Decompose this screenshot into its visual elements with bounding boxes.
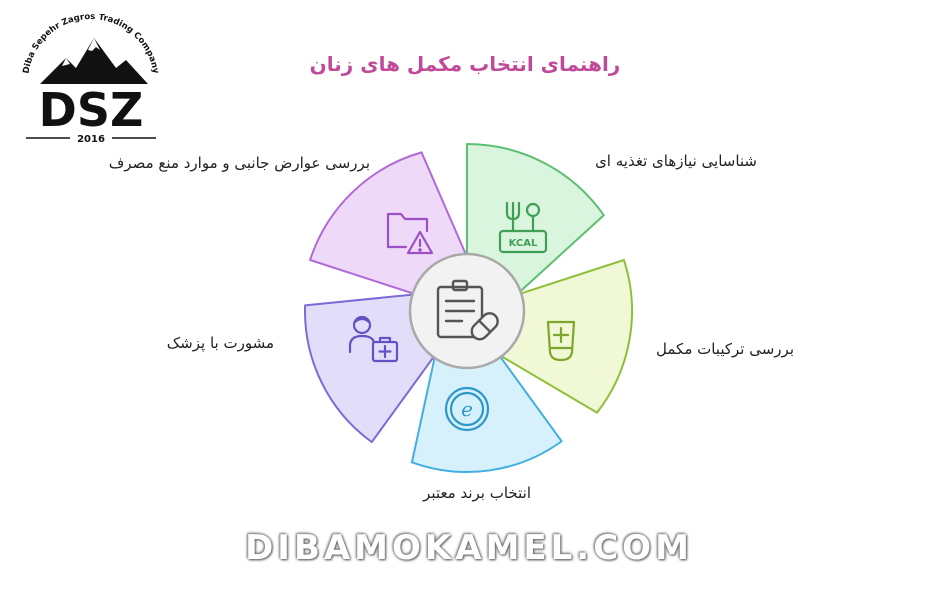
step-label-trusted-brand: انتخاب برند معتبر <box>423 484 531 502</box>
diagram-segments <box>304 143 633 473</box>
svg-text:KCAL: KCAL <box>509 238 538 249</box>
step-label-nutrition-needs: شناسایی نیازهای تغذیه ای <box>595 152 757 170</box>
doctor-medkit-icon <box>348 315 399 363</box>
mountain-icon <box>40 38 148 84</box>
svg-text:e: e <box>461 397 473 421</box>
page-title: راهنمای انتخاب مکمل های زنان <box>309 52 621 76</box>
brand-e-icon: e <box>444 386 490 432</box>
website-watermark: DIBAMOKAMEL.COM <box>245 528 693 568</box>
logo-year: 2016 <box>77 134 105 145</box>
supplement-tube-icon <box>546 320 576 362</box>
clipboard-pill-icon <box>436 279 499 341</box>
folder-warning-icon <box>386 212 434 255</box>
step-label-supplement-ingredients: بررسی ترکیبات مکمل <box>656 340 794 358</box>
kcal-utensils-icon: KCAL <box>498 201 548 254</box>
step-label-consult-doctor: مشورت با پزشک <box>166 334 274 352</box>
step-label-side-effects: بررسی عوارض جانبی و موارد منع مصرف <box>108 154 370 172</box>
company-logo: Diba Sepehr Zagros Trading Company DSZ 2… <box>22 14 161 145</box>
logo-letters: DSZ <box>39 83 144 137</box>
